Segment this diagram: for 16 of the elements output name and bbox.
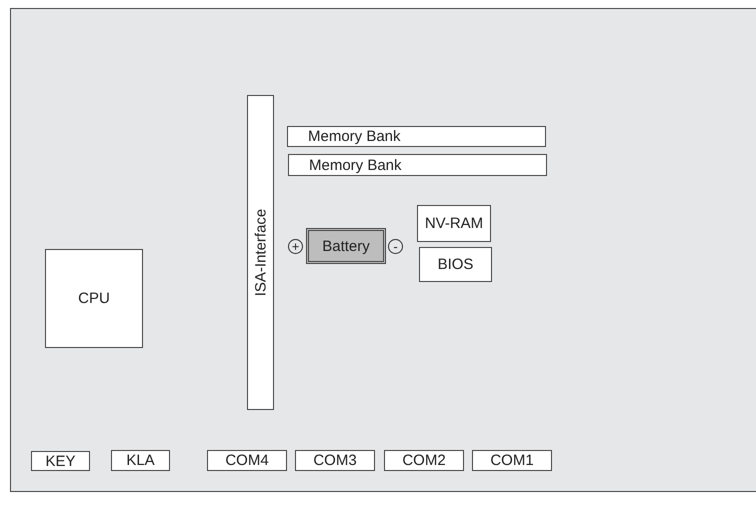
- component-box: Memory Bank: [287, 126, 546, 147]
- component-box: NV-RAM: [417, 205, 491, 242]
- plus-terminal: +: [288, 239, 303, 254]
- component-box: KEY: [31, 451, 90, 471]
- component-box: CPU: [45, 249, 143, 348]
- component-box: COM1: [472, 450, 552, 471]
- component-box: KLA: [111, 450, 170, 471]
- component-box: BIOS: [419, 247, 492, 282]
- minus-terminal: -: [388, 239, 403, 254]
- component-box: COM4: [207, 450, 287, 471]
- circuit-board: [10, 8, 756, 492]
- interface-slot: ISA-Interface: [247, 95, 274, 410]
- component-box: COM2: [384, 450, 464, 471]
- battery-block: Battery: [306, 228, 386, 264]
- component-box: Memory Bank: [288, 154, 547, 176]
- component-box: COM3: [295, 450, 375, 471]
